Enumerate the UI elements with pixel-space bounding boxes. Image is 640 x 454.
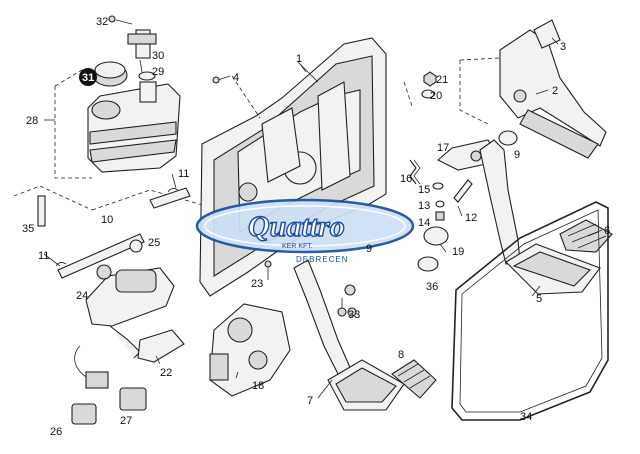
screw-33 <box>337 307 347 317</box>
o-ring <box>138 71 156 81</box>
callout-33: 33 <box>348 309 360 321</box>
accelerator-pedal <box>403 19 607 159</box>
bushing <box>498 130 518 146</box>
pedal-arm <box>479 139 521 265</box>
callout-19: 19 <box>452 246 464 258</box>
sensor <box>129 239 143 253</box>
watermark-city: DEBRECEN <box>296 255 348 264</box>
callout-30: 30 <box>152 50 164 62</box>
callout-18: 18 <box>252 380 264 392</box>
leader-lines <box>43 37 599 399</box>
pedal-pad-small <box>533 19 561 49</box>
spring <box>409 159 417 185</box>
long-rod <box>57 233 145 279</box>
ring-small <box>417 256 439 272</box>
callout-1: 1 <box>296 53 302 65</box>
nut <box>423 71 437 87</box>
brake-arm <box>293 259 353 379</box>
actuator <box>209 260 347 397</box>
actuator-body <box>209 303 291 397</box>
callout-16: 16 <box>400 173 412 185</box>
callout-28: 28 <box>26 115 38 127</box>
callout-26: 26 <box>50 426 62 438</box>
callout-36: 36 <box>426 281 438 293</box>
clip-lower <box>55 262 67 267</box>
quattro-watermark: Quattro KER KFT. DEBRECEN <box>195 198 415 264</box>
brake-pedal <box>293 259 437 411</box>
callout-15: 15 <box>418 184 430 196</box>
callout-35: 35 <box>22 223 34 235</box>
callout-24: 24 <box>76 290 88 302</box>
pedal-box-housing <box>199 37 387 297</box>
master-cylinder <box>74 239 185 389</box>
callout-12: 12 <box>465 212 477 224</box>
callout-5: 5 <box>536 293 542 305</box>
callout-11-lower: 11 <box>38 250 49 262</box>
watermark-oval <box>195 198 415 254</box>
callout-34: 34 <box>520 411 532 423</box>
callout-11-upper: 11 <box>178 168 189 180</box>
floor-mat <box>451 201 609 421</box>
callout-20: 20 <box>430 90 442 102</box>
connector-26 <box>71 403 97 425</box>
bracket-22 <box>137 329 185 363</box>
callout-13: 13 <box>418 200 430 212</box>
callout-14: 14 <box>418 217 430 229</box>
callout-17: 17 <box>437 142 449 154</box>
callout-32: 32 <box>96 16 108 28</box>
watermark-name: Quattro <box>248 210 345 243</box>
rod-group <box>13 185 207 279</box>
reservoir-group <box>44 15 181 179</box>
callout-9-center: 9 <box>366 243 372 255</box>
main-pedal <box>479 139 613 295</box>
rod <box>149 187 191 209</box>
callout-31: 31 <box>82 72 94 84</box>
callout-2: 2 <box>552 85 558 97</box>
clip-upper <box>167 188 179 193</box>
callout-27: 27 <box>120 415 132 427</box>
callout-10: 10 <box>101 214 113 226</box>
callout-6: 6 <box>604 225 610 237</box>
callout-23: 23 <box>251 278 263 290</box>
connector <box>85 371 109 389</box>
washer <box>421 89 435 99</box>
callout-21: 21 <box>436 74 448 86</box>
brake-pad <box>391 359 437 399</box>
callout-labels: 1 2 3 4 5 6 7 8 9 9 10 11 11 12 13 14 15… <box>22 16 610 438</box>
connector-27 <box>119 387 147 411</box>
callout-4: 4 <box>233 72 239 84</box>
callout-3: 3 <box>560 41 566 53</box>
callout-9-lever: 9 <box>514 149 520 161</box>
callout-8: 8 <box>398 349 404 361</box>
push-rod <box>453 179 473 203</box>
ring-large <box>423 226 449 246</box>
callout-25: 25 <box>148 237 160 249</box>
callout-22: 22 <box>160 367 172 379</box>
callout-29: 29 <box>152 66 164 78</box>
watermark-subtitle: KER KFT. <box>282 243 313 250</box>
bracket <box>37 195 46 227</box>
callout-7: 7 <box>307 395 313 407</box>
callout-31-badge: 31 <box>79 68 97 86</box>
